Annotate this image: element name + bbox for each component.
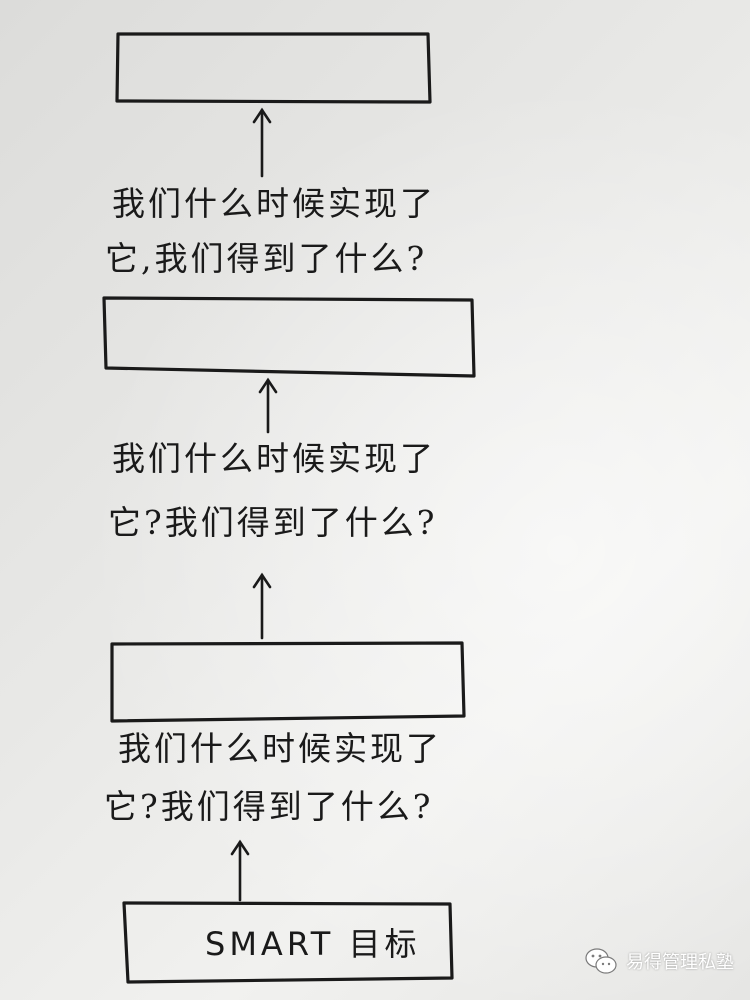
wechat-icon xyxy=(585,948,617,974)
goal-label: SMART 目标 xyxy=(205,925,420,963)
question-3-line-2: 它?我们得到了什么? xyxy=(104,787,433,826)
empty-box-top xyxy=(115,32,432,104)
goal-box xyxy=(122,901,454,984)
watermark-text: 易得管理私塾 xyxy=(626,952,734,973)
empty-box-3 xyxy=(110,641,466,723)
question-2-line-2: 它?我们得到了什么? xyxy=(108,503,437,542)
watermark: 易得管理私塾 xyxy=(584,946,734,976)
question-3-line-1: 我们什么时候实现了 xyxy=(118,729,442,768)
arrow-head-1 xyxy=(252,107,272,124)
arrow-head-3 xyxy=(252,572,272,589)
question-2-line-1: 我们什么时候实现了 xyxy=(112,439,436,478)
arrow-head-2 xyxy=(258,377,278,394)
empty-box-2 xyxy=(102,296,476,378)
arrow-head-4 xyxy=(230,839,250,856)
question-1-line-2: 它,我们得到了什么? xyxy=(105,239,427,278)
question-1-line-1: 我们什么时候实现了 xyxy=(112,184,436,223)
